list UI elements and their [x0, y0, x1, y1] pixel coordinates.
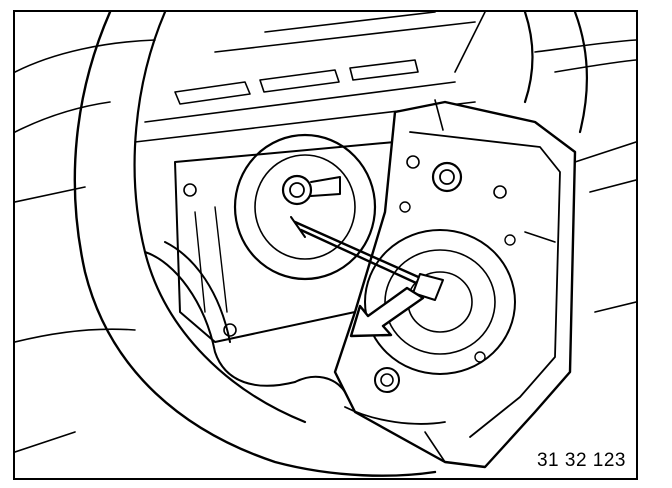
removal-direction-arrow [349, 286, 425, 338]
dashboard-vents [134, 12, 476, 143]
dashboard-lines [15, 12, 636, 453]
airbag-module [333, 99, 577, 469]
figure-reference-number: 31 32 123 [536, 450, 626, 471]
illustration-frame: 31 32 123 [13, 10, 638, 480]
removal-tool [290, 216, 444, 301]
steering-wheel-illustration [15, 12, 636, 477]
